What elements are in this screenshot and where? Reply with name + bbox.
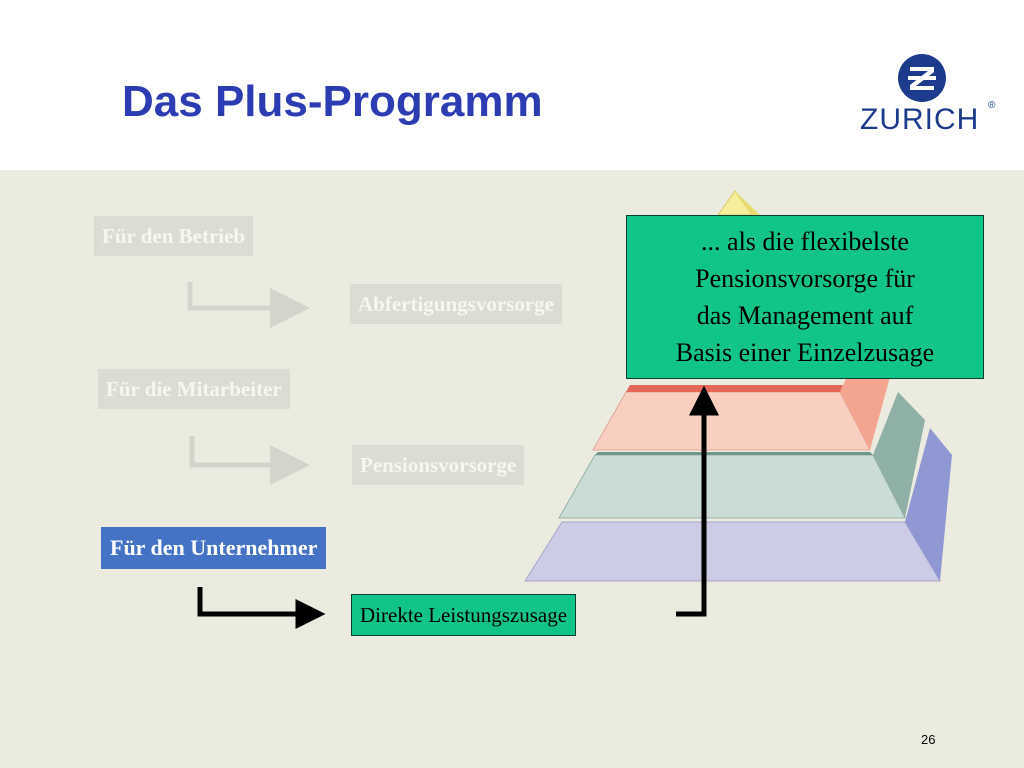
- arrow-direkte-to-callout: [676, 385, 719, 617]
- label-fuer-die-mitarbeiter: Für die Mitarbeiter: [98, 369, 290, 409]
- result-direkte-leistungszusage: Direkte Leistungszusage: [351, 594, 577, 636]
- pyramid-tier-base-side: [905, 428, 952, 581]
- pyramid-tier-2-top: [595, 452, 873, 455]
- arrow-unternehmer-to-direkte: [197, 587, 326, 629]
- callout-line: Basis einer Einzelzusage: [675, 338, 935, 367]
- label-fuer-den-betrieb: Für den Betrieb: [94, 216, 254, 256]
- callout-line: das Management auf: [696, 301, 914, 330]
- result-abfertigungsvorsorge: Abfertigungsvorsorge: [350, 284, 562, 324]
- callout-line: Pensionsvorsorge für: [695, 264, 915, 293]
- pyramid-tier-3-top: [626, 385, 843, 392]
- label-fuer-den-unternehmer: Für den Unternehmer: [101, 527, 327, 569]
- pyramid-apex-side: [735, 191, 760, 215]
- page-number: 26: [921, 732, 936, 747]
- slide-title: Das Plus-Programm: [122, 77, 543, 126]
- result-pensionsvorsorge: Pensionsvorsorge: [352, 445, 525, 485]
- zurich-wordmark: ZURICH: [860, 103, 980, 136]
- pyramid-tier-2-side: [873, 392, 925, 518]
- callout-box: ... als die flexibelste Pensionsvorsorge…: [626, 215, 984, 379]
- slide-header: Das Plus-Programm ZURICH ®: [0, 0, 1024, 170]
- zurich-z-icon: [898, 54, 946, 102]
- arrow-betrieb-to-abfertigung: [187, 282, 310, 328]
- arrow-mitarbeiter-to-pension: [189, 436, 310, 485]
- registered-mark: ®: [988, 100, 996, 111]
- callout-line: ... als die flexibelste: [701, 227, 909, 256]
